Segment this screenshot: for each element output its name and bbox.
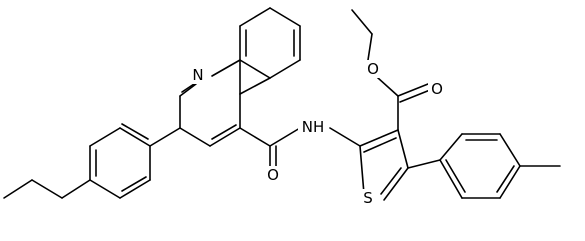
quinoline-nitrogen-label: N [192,66,203,84]
ethyl-ester-group [351,9,431,131]
propyl-chain [3,179,91,199]
quinoline-benzo-ring [239,7,301,79]
tolyl-ring [407,133,561,199]
amide-nh-label: NH [302,118,325,136]
thiophene-ring [359,129,409,201]
ester-oxygen-label: O [367,60,379,78]
thiophene-sulfur-label: S [363,189,373,207]
amide-oxygen-label: O [267,166,279,184]
amide-group [239,127,361,169]
propylphenyl-ring [89,123,181,199]
ester-carbonyl-oxygen-label: O [431,80,443,98]
